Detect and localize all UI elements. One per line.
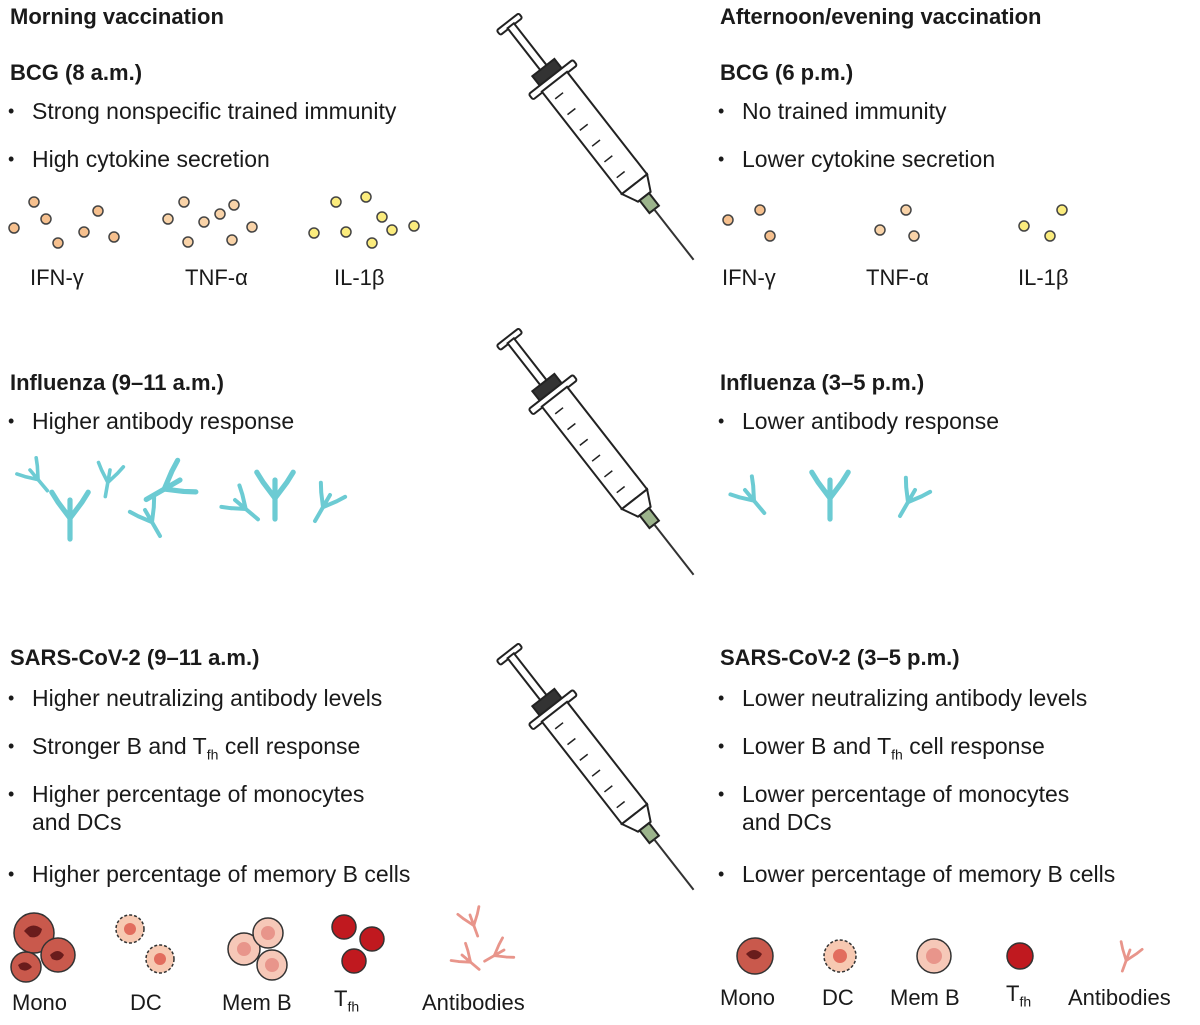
antibodies-icon: [449, 905, 516, 980]
sars-evening-bullet-1: •Lower neutralizing antibody levels: [718, 685, 1088, 711]
influenza-syringe: [484, 318, 717, 594]
cell-label-antibodies-morning: Antibodies: [422, 990, 525, 1015]
sars-morning-title: SARS-CoV-2 (9–11 a.m.): [10, 645, 260, 670]
influenza-evening-bullet-1: •Lower antibody response: [718, 408, 999, 434]
cytokine-label-tnf-evening: TNF-α: [866, 265, 929, 290]
cytokine-label-il1-morning: IL-1β: [334, 265, 385, 290]
cytokine-label-ifn-evening: IFN-γ: [722, 265, 776, 290]
bcg-morning-bullet-1: •Strong nonspecific trained immunity: [8, 98, 397, 124]
cell-label-dc-evening: DC: [822, 985, 854, 1010]
memb-icon: [916, 938, 952, 974]
bcg-evening-bullet-1: •No trained immunity: [718, 98, 947, 124]
influenza-evening-title: Influenza (3–5 p.m.): [720, 370, 925, 395]
sars-evening-cells: [736, 937, 1144, 977]
bcg-morning-title: BCG (8 a.m.): [10, 60, 143, 85]
sars-evening-title: SARS-CoV-2 (3–5 p.m.): [720, 645, 960, 670]
cell-label-memb-morning: Mem B: [222, 990, 292, 1015]
influenza-evening-antibodies: [728, 455, 933, 525]
cell-label-tfh-evening: Tfh: [1006, 981, 1032, 1010]
morning-column-title: Morning vaccination: [10, 4, 224, 29]
bcg-evening-title: BCG (6 p.m.): [720, 60, 854, 85]
sars-evening-bullet-2: •Lower B and Tfh cell response: [718, 733, 1045, 763]
tfh-icon: [1006, 942, 1034, 970]
bcg-morning-bullet-2: •High cytokine secretion: [8, 146, 270, 172]
sars-morning-bullet-1: •Higher neutralizing antibody levels: [8, 685, 383, 711]
influenza-morning-title: Influenza (9–11 a.m.): [10, 370, 224, 395]
bcg-evening-cytokine-dots: [722, 204, 1068, 242]
cytokine-label-il1-evening: IL-1β: [1018, 265, 1069, 290]
evening-column-title: Afternoon/evening vaccination: [720, 4, 1042, 29]
influenza-morning-bullet-1: •Higher antibody response: [8, 408, 295, 434]
tfh-icon: [331, 914, 385, 974]
cell-label-tfh-morning: Tfh: [334, 986, 360, 1015]
bcg-morning-cytokine-dots: [8, 191, 420, 249]
memb-icon: [227, 917, 288, 981]
sars-morning-bullet-2: •Stronger B and Tfh cell response: [8, 733, 361, 763]
dc-icon: [823, 939, 857, 973]
sars-evening-bullet-4: •Lower percentage of memory B cells: [718, 861, 1116, 887]
cell-label-memb-evening: Mem B: [890, 985, 960, 1010]
mono-icon: [736, 937, 774, 975]
dc-icon: [115, 914, 175, 974]
antibodies-icon: [1110, 940, 1144, 977]
sars-syringe: [484, 633, 717, 909]
cytokine-label-tnf-morning: TNF-α: [185, 265, 248, 290]
cell-label-mono-evening: Mono: [720, 985, 776, 1010]
sars-morning-cells: [10, 905, 516, 983]
bcg-evening-bullet-2: •Lower cytokine secretion: [718, 146, 996, 172]
mono-icon: [10, 912, 76, 983]
sars-morning-bullet-4: •Higher percentage of memory B cells: [8, 861, 411, 887]
cell-label-antibodies-evening: Antibodies: [1068, 985, 1171, 1010]
influenza-morning-antibodies: [15, 455, 348, 545]
cell-label-dc-morning: DC: [130, 990, 162, 1015]
cell-label-mono-morning: Mono: [12, 990, 68, 1015]
cytokine-label-ifn-morning: IFN-γ: [30, 265, 84, 290]
bcg-syringe: [484, 3, 717, 279]
